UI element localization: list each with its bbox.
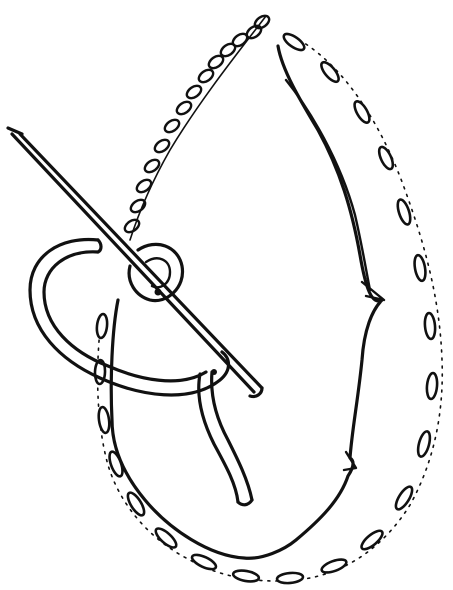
chain-stitch-spine — [130, 16, 266, 240]
stitch-icon — [393, 484, 415, 511]
thread-tail-end — [238, 500, 252, 505]
stitch-icon — [416, 430, 432, 458]
stitch-icon — [96, 314, 108, 339]
needle-icon — [12, 134, 254, 392]
needle-pierce-dot — [155, 289, 162, 296]
chain-stitch-loop — [175, 99, 194, 116]
chain-stitch-loop — [197, 67, 216, 84]
chain-stitch-loop — [163, 117, 182, 134]
stitch-icon — [352, 99, 373, 125]
stitch-icon — [190, 552, 218, 572]
thread-tail — [199, 374, 238, 502]
chain-stitch-loop — [207, 53, 226, 70]
stitch-icon — [426, 373, 438, 400]
stitch-icon — [277, 572, 304, 584]
stitch-icon — [125, 490, 147, 517]
stitch-icon — [281, 31, 306, 53]
stitch-icon — [107, 450, 125, 478]
thread-loop-tip — [98, 240, 101, 252]
leaf-notch — [362, 282, 384, 300]
stitch-icon — [318, 60, 341, 85]
stitch-icon — [232, 569, 259, 583]
needle-tip — [8, 128, 22, 134]
needle-eye-dot — [211, 369, 217, 375]
stitch-icon — [413, 254, 427, 281]
stitch-icon — [97, 406, 111, 433]
stitch-icon — [320, 557, 348, 575]
chain-stitch-group — [123, 13, 272, 240]
stitch-icon — [376, 145, 395, 171]
chain-stitch-loop — [185, 83, 204, 100]
running-stitch-path — [98, 36, 443, 581]
stitch-icon — [424, 313, 436, 340]
